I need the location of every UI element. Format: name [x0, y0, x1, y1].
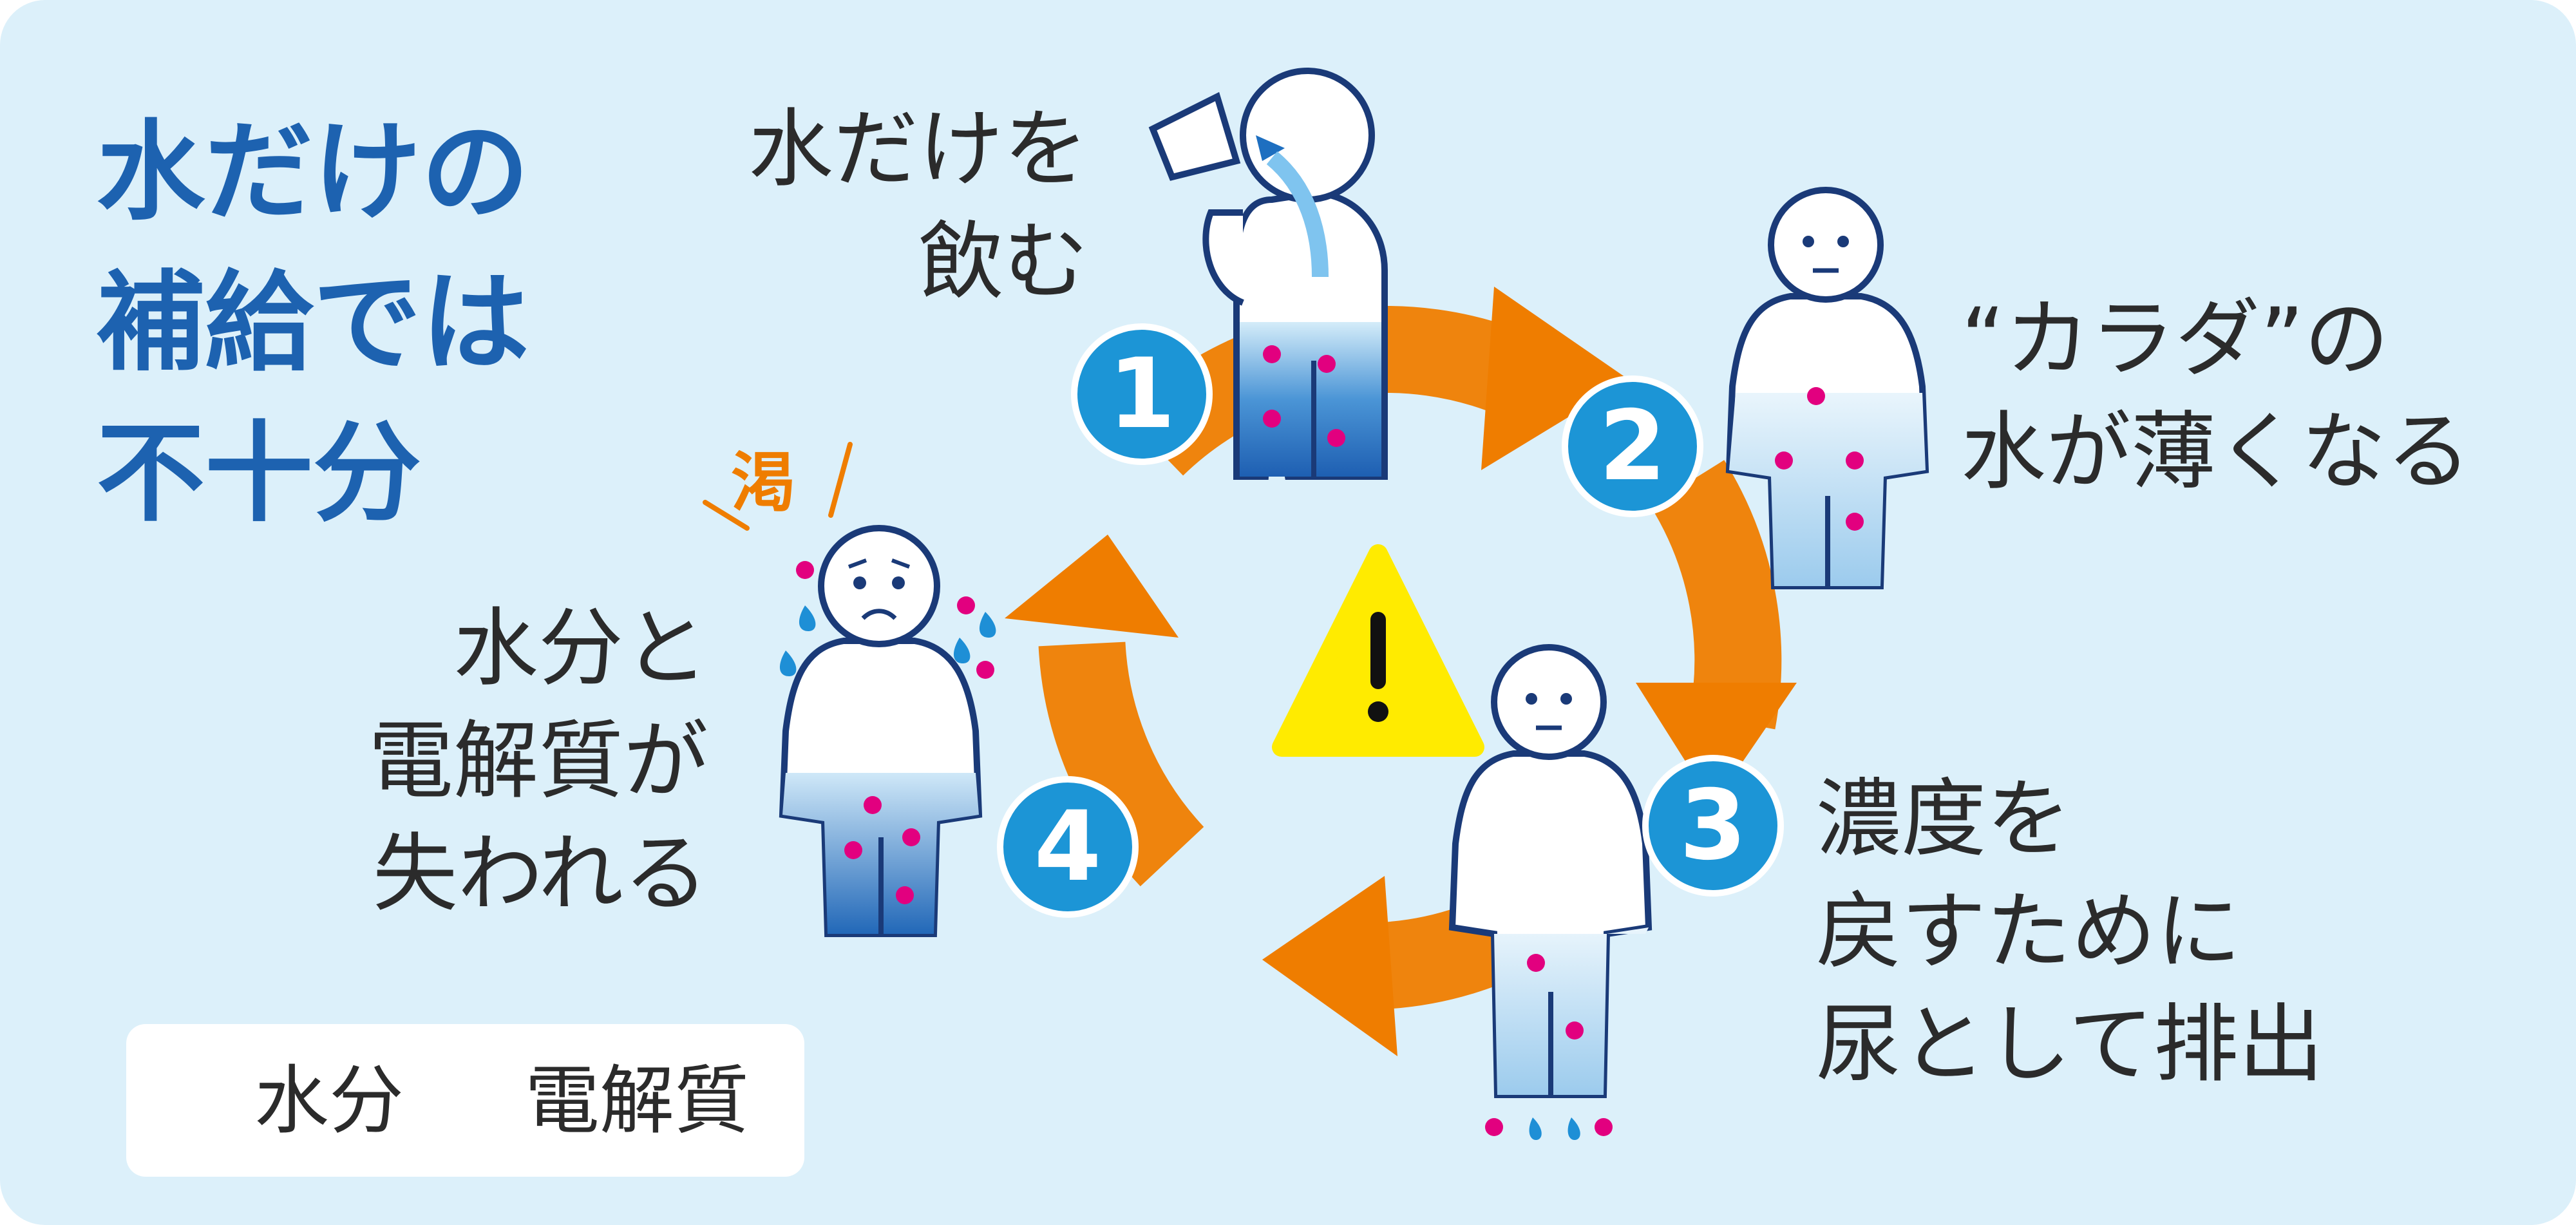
figure-drinking	[1148, 68, 1388, 480]
step-4-number: 4	[1034, 791, 1102, 903]
headline: 水だけの 補給では 不十分	[97, 97, 529, 549]
headline-line: 水だけの	[97, 109, 529, 235]
step-3-label: 濃度を 戻すために 尿として排出	[1816, 763, 2324, 1101]
step-3-number: 3	[1679, 770, 1747, 882]
legend	[126, 1024, 804, 1177]
label-line: 濃度を	[1816, 770, 2071, 869]
legend-electrolyte-label: 電解質	[525, 1058, 749, 1144]
step-1-number: 1	[1108, 338, 1176, 450]
label-line: “カラダ”の	[1961, 290, 2389, 389]
step-2-circle	[1562, 375, 1703, 517]
label-line: 飲む	[918, 213, 1088, 312]
figure-thirsty	[703, 442, 996, 937]
step-4-label: 水分と 電解質が 失われる	[309, 593, 708, 931]
step-3-circle	[1642, 755, 1784, 897]
label-line: 水だけを	[748, 100, 1088, 199]
figure-diluted	[1725, 187, 1929, 589]
step-2-label: “カラダ”の 水が薄くなる	[1961, 283, 2471, 509]
label-line: 尿として排出	[1816, 995, 2324, 1094]
headline-line: 不十分	[97, 410, 421, 537]
legend-water-label: 水分	[254, 1058, 404, 1144]
step-1-label: 水だけを 飲む	[728, 93, 1088, 319]
exclamation-warning-icon	[1272, 544, 1484, 757]
arrow-4-to-1	[1038, 641, 1204, 887]
thirst-mark: 渇	[731, 445, 795, 520]
label-line: 失われる	[372, 824, 708, 924]
figure-excreting	[1448, 644, 1653, 1140]
step-2-number: 2	[1598, 390, 1667, 502]
step-4-circle	[997, 776, 1139, 918]
headline-line: 補給では	[97, 260, 529, 386]
label-line: 水が薄くなる	[1961, 403, 2471, 502]
label-line: 電解質が	[368, 712, 708, 811]
label-line: 戻すために	[1816, 882, 2241, 982]
step-1-circle	[1071, 323, 1213, 465]
label-line: 水分と	[453, 599, 708, 698]
